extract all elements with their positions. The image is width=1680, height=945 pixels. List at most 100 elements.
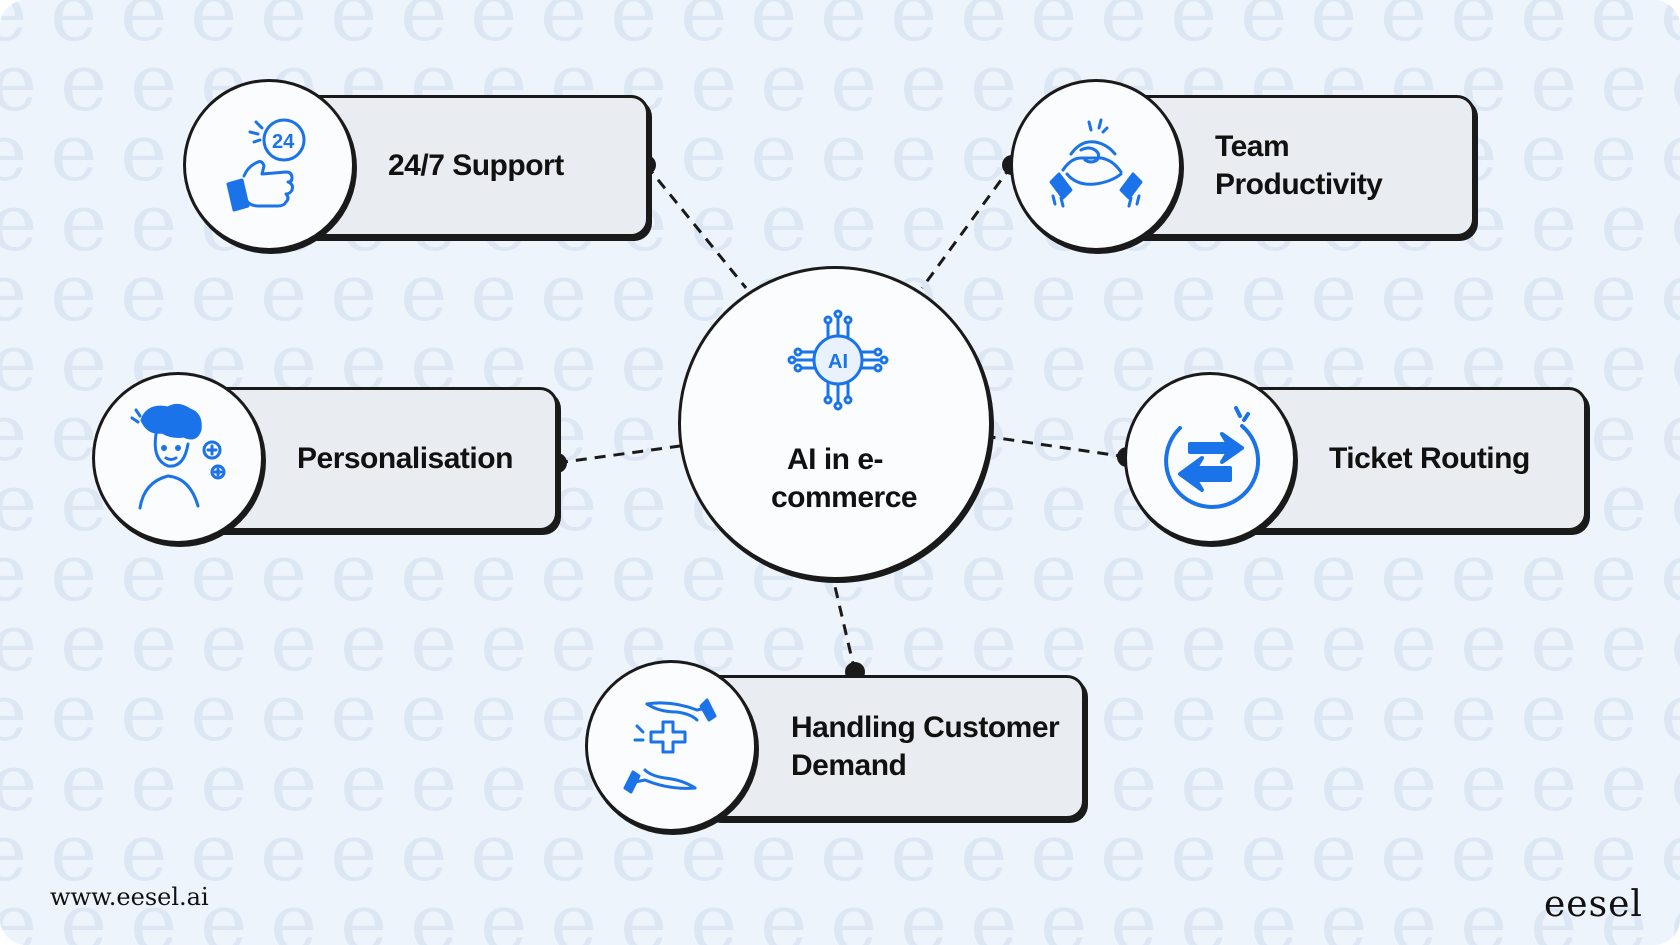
pattern-glyph: e	[120, 246, 167, 339]
pattern-glyph: e	[540, 246, 587, 339]
pattern-glyph: e	[130, 876, 177, 945]
pattern-glyph: e	[470, 526, 517, 619]
pattern-glyph: e	[1600, 596, 1647, 689]
pattern-glyph: e	[1660, 386, 1680, 479]
pattern-glyph: e	[1520, 0, 1567, 59]
pattern-glyph: e	[610, 0, 657, 59]
pattern-glyph: e	[1390, 596, 1437, 689]
pattern-glyph: e	[1660, 106, 1680, 199]
pattern-glyph: e	[820, 806, 867, 899]
pattern-glyph: e	[480, 596, 527, 689]
pattern-glyph: e	[690, 876, 737, 945]
pattern-glyph: e	[1030, 386, 1077, 479]
pattern-glyph: e	[60, 596, 107, 689]
pattern-glyph: e	[1670, 876, 1680, 945]
pattern-glyph: e	[60, 876, 107, 945]
connector-routing	[990, 435, 1128, 459]
pattern-glyph: e	[1250, 596, 1297, 689]
pattern-glyph: e	[1310, 246, 1357, 339]
pattern-glyph: e	[900, 876, 947, 945]
pattern-glyph: e	[1110, 596, 1157, 689]
pattern-glyph: e	[200, 876, 247, 945]
pattern-glyph: e	[1670, 596, 1680, 689]
pattern-glyph: e	[1590, 526, 1637, 619]
connector-demand	[831, 577, 857, 673]
pattern-glyph: e	[130, 596, 177, 689]
pattern-glyph: e	[550, 876, 597, 945]
connector-support	[644, 164, 748, 289]
pattern-glyph: e	[330, 0, 377, 59]
handshake-icon	[1010, 79, 1182, 251]
pattern-glyph: e	[190, 666, 237, 759]
pattern-glyph: e	[890, 106, 937, 199]
pattern-glyph: e	[270, 736, 317, 829]
pattern-glyph: e	[1600, 456, 1647, 549]
pattern-glyph: e	[200, 596, 247, 689]
pattern-glyph: e	[1530, 36, 1577, 129]
pattern-glyph: e	[260, 526, 307, 619]
pattern-glyph: e	[1450, 526, 1497, 619]
pattern-glyph: e	[1040, 876, 1087, 945]
node-label-personalisation: Personalisation	[297, 442, 513, 475]
pattern-glyph: e	[1040, 596, 1087, 689]
pattern-glyph: e	[970, 36, 1017, 129]
pattern-glyph: e	[1320, 736, 1367, 829]
pattern-glyph: e	[1240, 806, 1287, 899]
pattern-glyph: e	[130, 36, 177, 129]
pattern-glyph: e	[620, 876, 667, 945]
pattern-glyph: e	[1040, 316, 1087, 409]
pattern-glyph: e	[1240, 0, 1287, 59]
pattern-glyph: e	[1310, 806, 1357, 899]
pattern-glyph: e	[1600, 176, 1647, 269]
pattern-glyph: e	[1530, 876, 1577, 945]
pattern-glyph: e	[1100, 0, 1147, 59]
pattern-glyph: e	[1100, 526, 1147, 619]
pattern-glyph: e	[1170, 806, 1217, 899]
pattern-glyph: e	[1590, 386, 1637, 479]
connector-personalisation	[556, 444, 681, 465]
pattern-glyph: e	[680, 106, 727, 199]
pattern-glyph: e	[970, 596, 1017, 689]
swap-arrows-icon	[1124, 372, 1296, 544]
pattern-glyph: e	[60, 176, 107, 269]
pattern-glyph: e	[1670, 316, 1680, 409]
footer-url[interactable]: www.eesel.ai	[50, 883, 209, 911]
pattern-glyph: e	[760, 596, 807, 689]
pattern-glyph: e	[190, 0, 237, 59]
pattern-glyph: e	[190, 246, 237, 339]
pattern-glyph: e	[1380, 666, 1427, 759]
connector-productivity	[920, 164, 1014, 289]
pattern-glyph: e	[620, 316, 667, 409]
pattern-glyph: e	[1100, 246, 1147, 339]
pattern-glyph: e	[680, 0, 727, 59]
pattern-glyph: e	[1240, 526, 1287, 619]
pattern-glyph: e	[0, 36, 37, 129]
pattern-glyph: e	[0, 736, 37, 829]
pattern-glyph: e	[130, 736, 177, 829]
pattern-glyph: e	[610, 386, 657, 479]
pattern-glyph: e	[690, 36, 737, 129]
pattern-glyph: e	[470, 246, 517, 339]
pattern-glyph: e	[1030, 526, 1077, 619]
thumbs-up-24-icon: 24	[183, 79, 355, 251]
pattern-glyph: e	[50, 246, 97, 339]
pattern-glyph: e	[60, 736, 107, 829]
pattern-glyph: e	[1310, 666, 1357, 759]
node-card-demand: Handling Customer Demand	[700, 675, 1085, 819]
node-card-routing: Ticket Routing	[1224, 387, 1587, 531]
pattern-glyph: e	[1450, 666, 1497, 759]
pattern-glyph: e	[120, 0, 167, 59]
pattern-glyph: e	[1170, 246, 1217, 339]
node-label-routing: Ticket Routing	[1329, 442, 1530, 475]
pattern-glyph: e	[760, 876, 807, 945]
pattern-glyph: e	[270, 876, 317, 945]
pattern-glyph: e	[1250, 876, 1297, 945]
pattern-glyph: e	[340, 736, 387, 829]
pattern-glyph: e	[0, 106, 27, 199]
pattern-glyph: e	[1320, 876, 1367, 945]
pattern-glyph: e	[1170, 666, 1217, 759]
center-node: AI AI in e-commerce	[678, 266, 992, 580]
pattern-glyph: e	[1380, 806, 1427, 899]
pattern-glyph: e	[680, 526, 727, 619]
pattern-glyph: e	[1180, 596, 1227, 689]
